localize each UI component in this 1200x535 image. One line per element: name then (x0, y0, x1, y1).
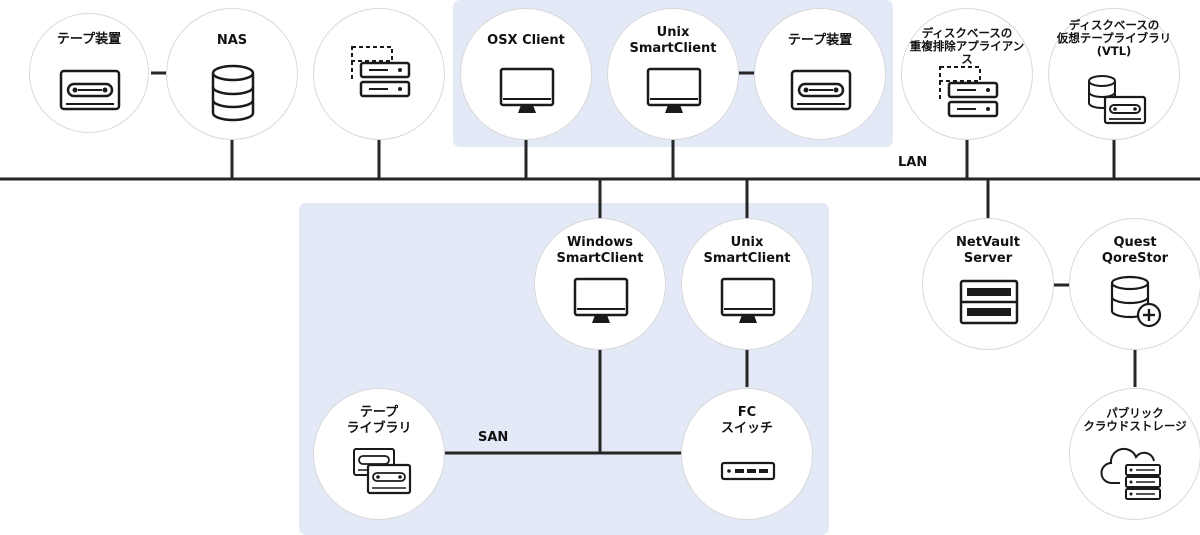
node-label: テープ装置 (56, 32, 122, 47)
backup-server-node[interactable] (313, 8, 445, 140)
tape-library-icon (353, 448, 412, 495)
node-label: テープ ライブラリ (346, 405, 412, 436)
node-label: NAS (216, 33, 248, 48)
vtl-node[interactable]: ディスクベースの 仮想テープライブラリ (VTL) (1048, 8, 1180, 140)
monitor-icon (573, 277, 629, 323)
san-label: SAN (478, 430, 509, 445)
nas-node[interactable]: NAS (166, 8, 298, 140)
database-tape-icon (1088, 75, 1147, 125)
tape-library-node[interactable]: テープ ライブラリ (313, 388, 445, 520)
server-stack-icon (939, 66, 999, 118)
network-links (0, 71, 1200, 455)
node-label: ディスクベースの 重複排除アプライアンス (909, 26, 1025, 66)
node-label: パブリック クラウドストレージ (1083, 406, 1187, 433)
node-label: NetVault Server (956, 235, 1020, 266)
monitor-icon (646, 67, 702, 113)
monitor-icon (720, 277, 776, 323)
node-label: ディスクベースの 仮想テープライブラリ (VTL) (1056, 18, 1172, 58)
node-label: Quest QoreStor (1101, 235, 1169, 266)
node-label: Unix SmartClient (703, 235, 791, 266)
tape-icon (59, 69, 121, 111)
node-label: FC スイッチ (720, 405, 773, 436)
monitor-icon (499, 67, 555, 113)
server-stack-icon (351, 46, 411, 98)
node-label: Windows SmartClient (556, 235, 644, 266)
database-icon (211, 64, 255, 122)
qorestor-node[interactable]: Quest QoreStor (1069, 218, 1200, 350)
tape-device-node-2[interactable]: テープ装置 (754, 8, 886, 140)
netvault-server-node[interactable]: NetVault Server (922, 218, 1054, 350)
database-plus-icon (1110, 275, 1162, 328)
unix-smartclient-san-node[interactable]: Unix SmartClient (681, 218, 813, 350)
tape-device-node[interactable]: テープ装置 (29, 13, 149, 133)
lan-label: LAN (898, 155, 928, 170)
node-label: Unix SmartClient (629, 25, 717, 56)
fc-switch-node[interactable]: FC スイッチ (681, 388, 813, 520)
osx-client-node[interactable]: OSX Client (460, 8, 592, 140)
unix-smartclient-lan-node[interactable]: Unix SmartClient (607, 8, 739, 140)
cloud-storage-icon (1100, 447, 1161, 500)
public-cloud-storage-node[interactable]: パブリック クラウドストレージ (1069, 388, 1200, 520)
switch-icon (720, 461, 776, 481)
dedup-appliance-node[interactable]: ディスクベースの 重複排除アプライアンス (901, 8, 1033, 140)
server-icon (959, 279, 1019, 325)
node-label: OSX Client (487, 33, 565, 48)
node-label: テープ装置 (787, 33, 853, 48)
tape-icon (790, 69, 852, 111)
windows-smartclient-node[interactable]: Windows SmartClient (534, 218, 666, 350)
